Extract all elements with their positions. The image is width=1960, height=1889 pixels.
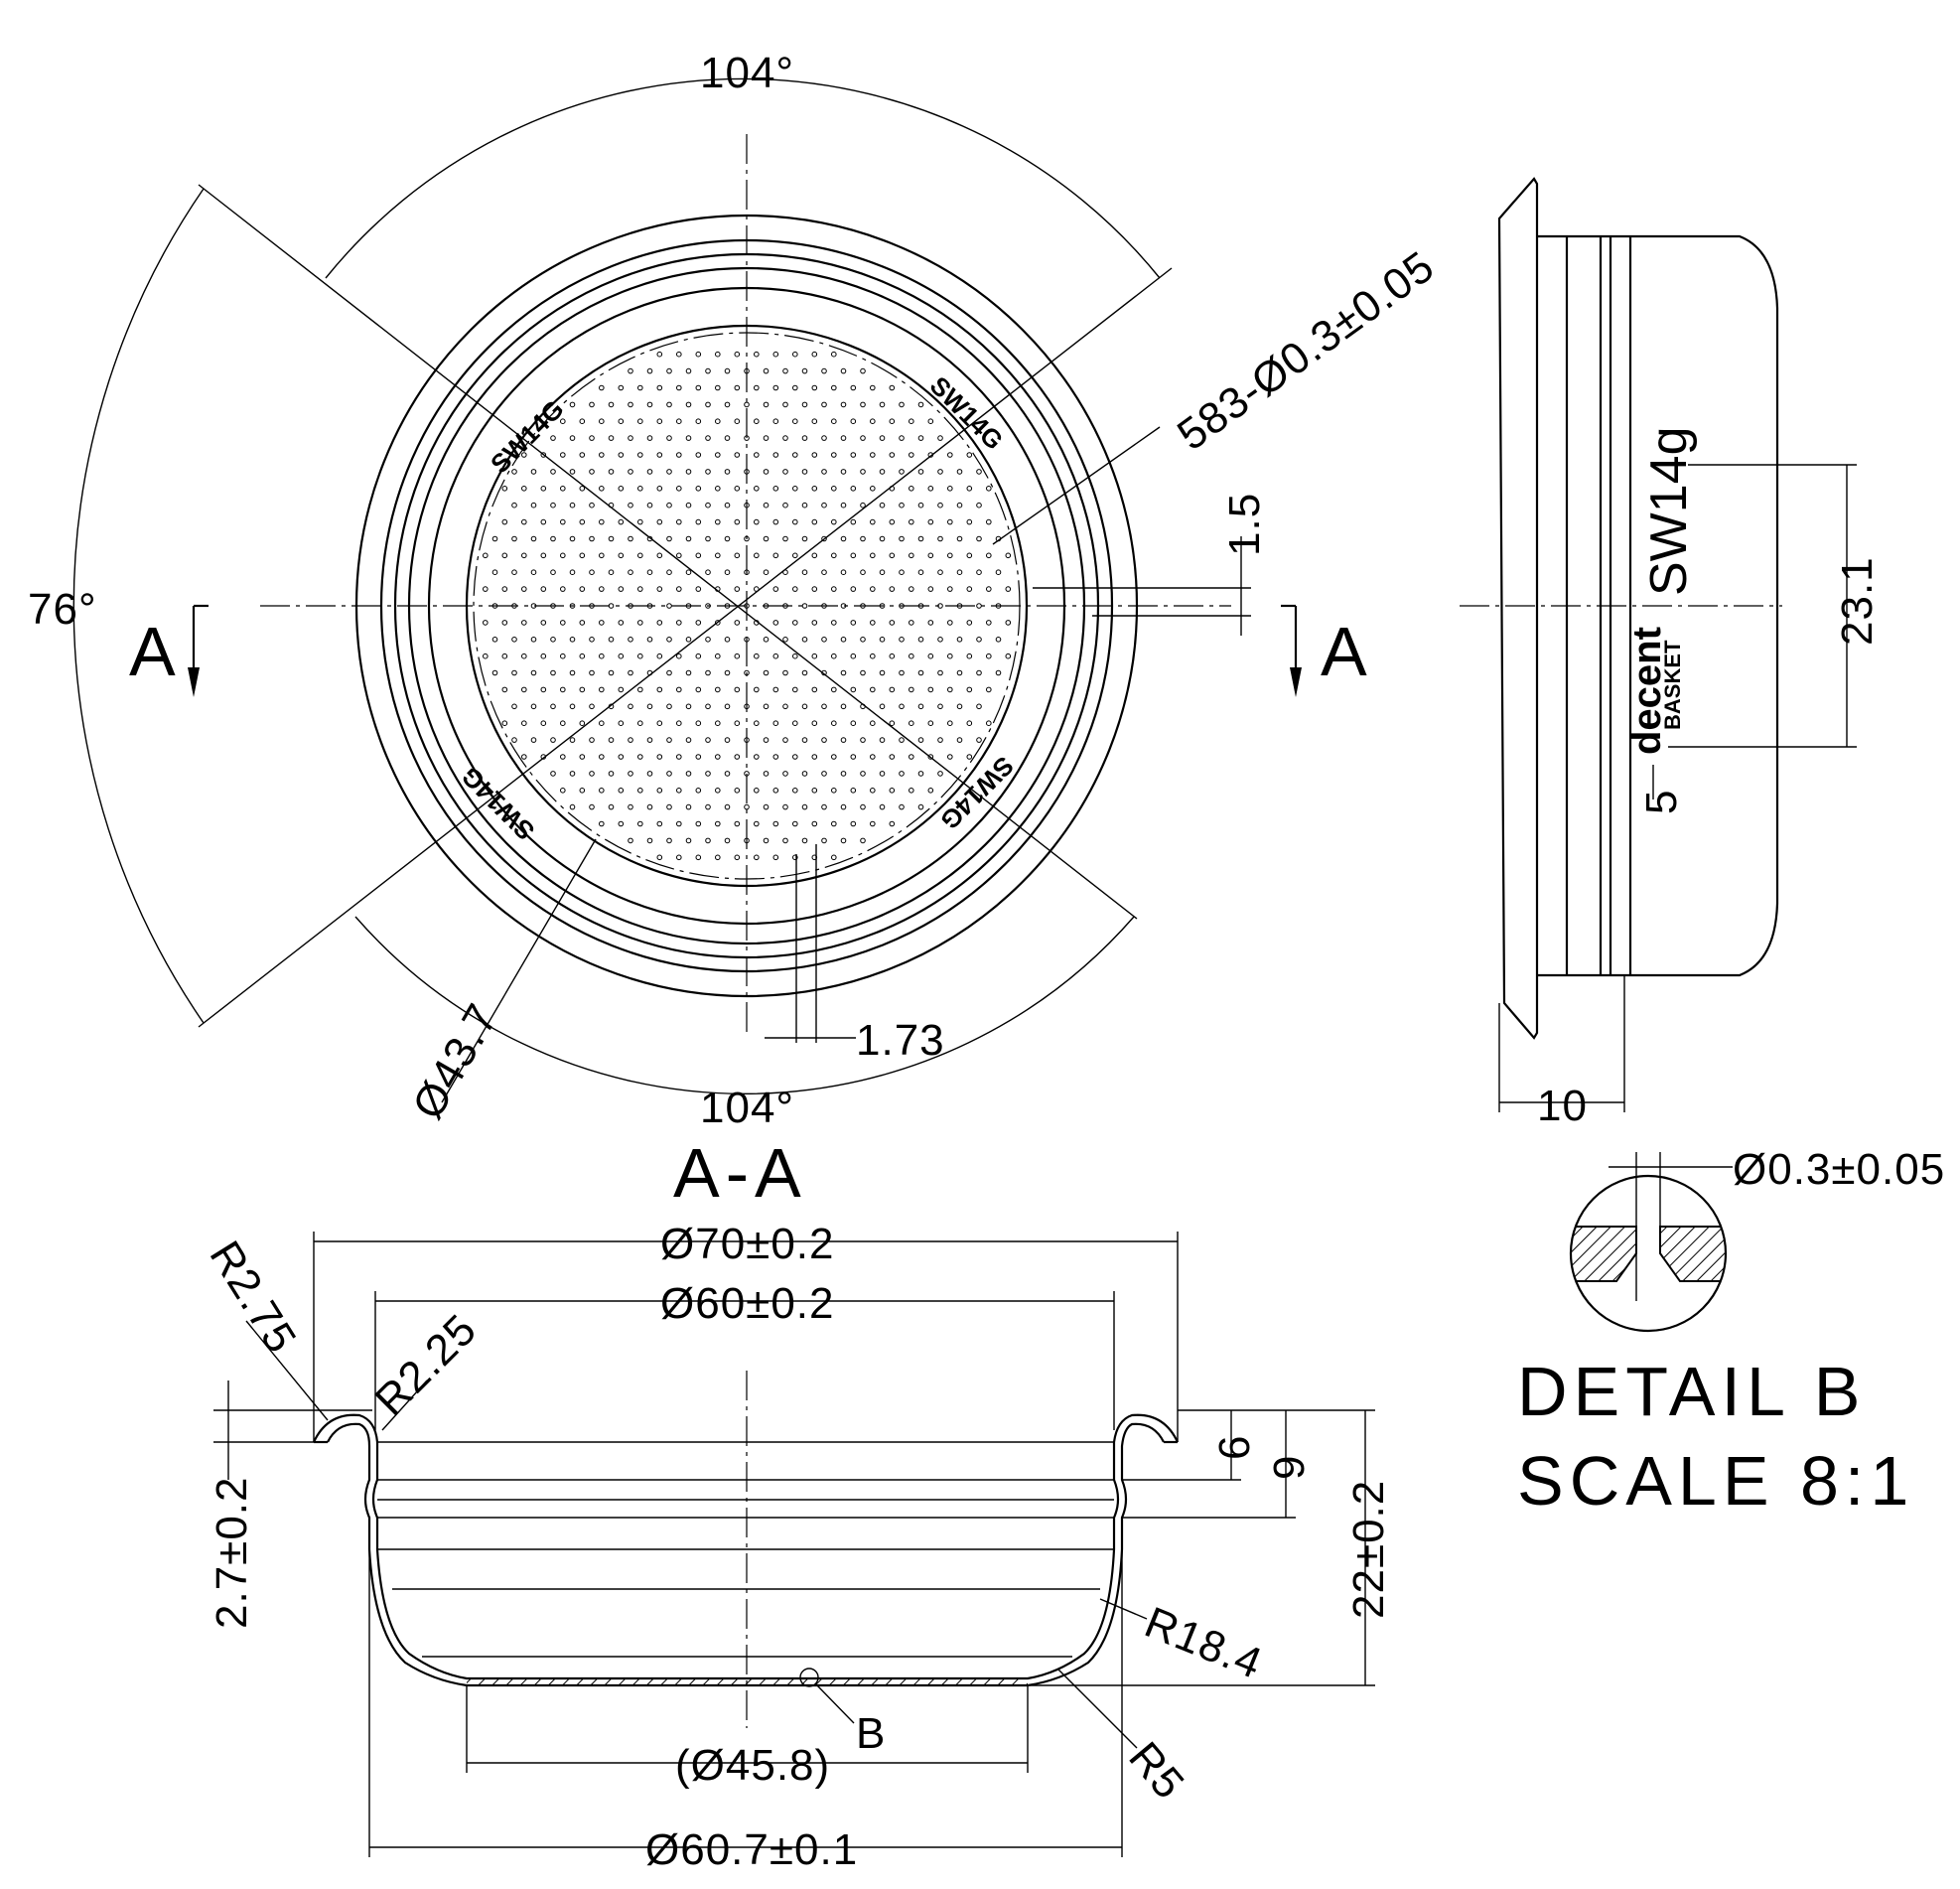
top-view: 104° 104° 76° 583-Ø0.3±0.05 1.5 1.73 Ø43…: [28, 49, 1444, 1132]
dim-9-label: 9: [1265, 1455, 1314, 1480]
section-outer-profile: [313, 1413, 1179, 1680]
hole-area-dia-label: Ø43.7: [403, 995, 507, 1127]
hole-callout-label: 583-Ø0.3±0.05: [1169, 241, 1444, 460]
section-inner-profile: [327, 1422, 1165, 1687]
angle-arc-bottom: [354, 916, 1135, 1094]
angle-bottom-label: 104°: [700, 1084, 794, 1132]
side-depth-dim-label: 10: [1537, 1082, 1588, 1130]
hole-callout-leader: [992, 426, 1161, 545]
r-outer-label: R2.75: [201, 1233, 306, 1362]
detail-b-view: Ø0.3±0.05 DETAIL B SCALE 8:1: [1517, 1145, 1945, 1520]
dia-body-label: Ø60.7±0.1: [645, 1825, 858, 1874]
angle-arc-top: [325, 77, 1161, 279]
detail-hole-callout: Ø0.3±0.05: [1733, 1145, 1945, 1194]
r-bottom-label: R5: [1119, 1733, 1193, 1809]
side-flange: [1497, 177, 1539, 1040]
side-height-dim-label: 23.1: [1833, 556, 1882, 646]
hole-area-leader: [441, 838, 597, 1103]
logo-basket: BASKET: [1660, 640, 1685, 730]
detail-hatch-right: [1659, 1226, 1726, 1282]
side-body: [1537, 234, 1779, 977]
section-label-left: A: [129, 613, 182, 690]
section-arrow-right: A: [1281, 604, 1373, 697]
detail-b-leader: [815, 1683, 855, 1724]
total-height-label: 22±0.2: [1344, 1480, 1393, 1619]
side-view: SW14g decent BASKET 23.1 5 10: [1460, 177, 1882, 1130]
section-view: A-A Ø70±0.2 Ø60±0.2 R2.75 R2.25: [201, 1134, 1393, 1874]
detail-b-marker: [799, 1668, 819, 1687]
offset-dim-label: 1.5: [1220, 493, 1269, 556]
r-wall-label: R18.4: [1138, 1598, 1269, 1688]
angle-top-label: 104°: [700, 49, 794, 97]
stamp-top-right: SW14G: [924, 370, 1010, 456]
dia-inner-label: Ø60±0.2: [660, 1279, 834, 1328]
section-arrow-left: A: [129, 604, 209, 697]
angle-arc-left: [72, 188, 205, 1024]
dia-outer-label: Ø70±0.2: [660, 1220, 834, 1268]
section-bottom-hatch: [467, 1678, 1028, 1685]
section-label-right: A: [1321, 613, 1373, 690]
logo-decent: decent: [1625, 627, 1669, 755]
r225-leader: [381, 1380, 428, 1431]
side-stamp: SW14g: [1640, 426, 1698, 596]
pitch-dim-label: 1.73: [856, 1016, 945, 1065]
r275-leader: [245, 1320, 329, 1421]
section-title: A-A: [673, 1134, 807, 1212]
r184-leader: [1099, 1598, 1148, 1620]
r-inner-label: R2.25: [365, 1305, 486, 1425]
dim-6-label: 6: [1210, 1435, 1259, 1460]
detail-scale: SCALE 8:1: [1517, 1442, 1914, 1520]
diagonal-line-1: [198, 184, 1138, 920]
r5-leader: [1056, 1668, 1138, 1749]
rim-height-label: 2.7±0.2: [208, 1477, 256, 1629]
stamp-top-left: SW14G: [485, 394, 570, 480]
diagonal-line-2: [198, 267, 1173, 1028]
detail-title: DETAIL B: [1517, 1353, 1866, 1430]
detail-b-label: B: [856, 1709, 886, 1758]
dia-bottom-label: (Ø45.8): [675, 1741, 830, 1790]
side-small-dim-label: 5: [1637, 790, 1686, 814]
angle-left-label: 76°: [28, 585, 97, 634]
detail-hatch-left: [1571, 1226, 1637, 1282]
filter-holes: [483, 351, 1012, 861]
